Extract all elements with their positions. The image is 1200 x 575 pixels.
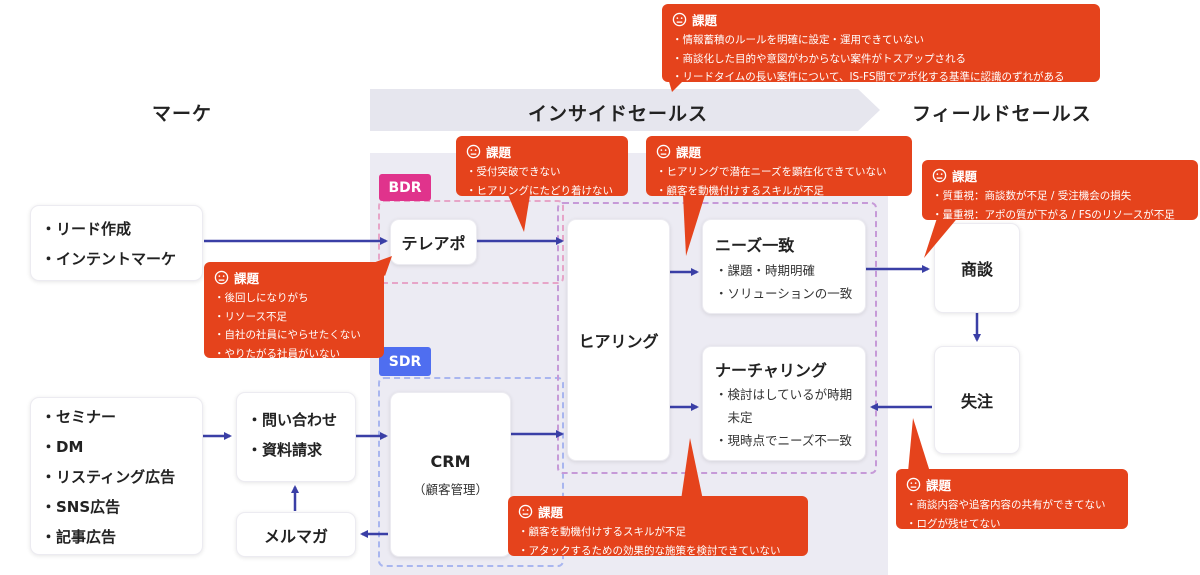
worried-face-icon	[518, 504, 533, 519]
lead-item: ・インテントマーケ	[41, 250, 177, 268]
lead-box: ・リード作成 ・インテントマーケ	[30, 205, 203, 281]
events-item: ・セミナー	[41, 408, 117, 426]
stage-field-sales: フィールドセールス	[912, 103, 1092, 125]
callout-lost: 課題 ・商談内容や追客内容の共有ができてない ・ログが残せてない	[896, 469, 1128, 530]
worried-face-icon	[656, 144, 671, 159]
shodan-box: 商談	[934, 223, 1020, 313]
callout-item: ・情報蓄積のルールを明確に設定・運用できていない	[672, 34, 924, 46]
callout-heading: 課題	[926, 478, 952, 493]
crm-sub: （顧客管理）	[412, 481, 488, 497]
stage-marketing: マーケ	[152, 103, 213, 125]
callout-heading: 課題	[952, 169, 978, 184]
callout-teleapo: 課題 ・後回しになりがち ・リソース不足 ・自社の社員にやらせたくない ・やりた…	[204, 262, 384, 360]
callout-heading: 課題	[538, 505, 564, 520]
callout-hearing: 課題 ・ヒアリングで潜在ニーズを顕在化できていない ・顧客を動機付けするスキルが…	[646, 136, 912, 197]
inquiry-item: ・問い合わせ	[247, 411, 338, 429]
teleapo-box: テレアポ	[390, 219, 477, 265]
callout-item: ・商談内容や追客内容の共有ができてない	[906, 499, 1106, 511]
nurturing-item: ・検討はしているが時期	[715, 387, 853, 402]
needs-match-item: ・課題・時期明確	[715, 263, 816, 278]
inquiry-item: ・資料請求	[247, 441, 323, 459]
callout-nurturing: 課題 ・顧客を動機付けするスキルが不足 ・アタックするための効果的な施策を検討で…	[508, 496, 808, 557]
bdr-tag: BDR	[379, 174, 431, 201]
callout-item: ・リソース不足	[214, 310, 287, 323]
callout-item: ・ログが残せてない	[906, 517, 1001, 530]
events-item: ・記事広告	[41, 528, 117, 546]
callout-heading: 課題	[486, 145, 512, 160]
lost-box: 失注	[934, 346, 1020, 454]
events-item: ・リスティング広告	[41, 468, 176, 486]
needs-match-title: ニーズ一致	[715, 236, 795, 255]
callout-item: ・顧客を動機付けするスキルが不足	[518, 526, 686, 538]
lost-title: 失注	[960, 392, 993, 411]
inside-sales-band	[370, 89, 880, 131]
callout-item: ・質重視：商談数が不足 / 受注機会の損失	[932, 190, 1132, 202]
worried-face-icon	[906, 477, 921, 492]
callout-item: ・量重視：アポの質が下がる / FSのリソースが不足	[932, 208, 1175, 221]
events-item: ・DM	[41, 438, 84, 456]
callout-item: ・後回しになりがち	[214, 292, 309, 304]
callout-heading: 課題	[692, 13, 718, 28]
nurturing-title: ナーチャリング	[715, 361, 827, 380]
callout-item: ・受付突破できない	[466, 166, 561, 178]
nurturing-item: ・現時点でニーズ不一致	[715, 433, 852, 448]
callout-top: 課題 ・情報蓄積のルールを明確に設定・運用できていない ・商談化した目的や意図が…	[662, 4, 1100, 83]
callout-item: ・顧客を動機付けするスキルが不足	[656, 184, 824, 197]
callout-shodan: 課題 ・質重視：商談数が不足 / 受注機会の損失 ・量重視：アポの質が下がる /…	[922, 160, 1198, 221]
mailmag-title: メルマガ	[263, 526, 328, 546]
sdr-tag: SDR	[379, 347, 431, 376]
callout-item: ・アタックするための効果的な施策を検討できていない	[518, 544, 781, 557]
callout-bdr: 課題 ・受付突破できない ・ヒアリングにたどり着けない	[456, 136, 628, 197]
callout-item: ・自社の社員にやらせたくない	[214, 329, 361, 341]
callout-item: ・ヒアリングにたどり着けない	[466, 184, 613, 197]
callout-item: ・ヒアリングで潜在ニーズを顕在化できていない	[656, 166, 887, 178]
hearing-title: ヒアリング	[578, 332, 659, 351]
shodan-title: 商談	[960, 260, 993, 279]
events-item: ・SNS広告	[41, 498, 121, 516]
lead-item: ・リード作成	[41, 220, 132, 238]
stage-inside-sales: インサイドセールス	[528, 103, 709, 125]
hearing-group	[557, 202, 877, 474]
worried-face-icon	[214, 270, 229, 285]
nurturing-box: ナーチャリング ・検討はしているが時期 未定 ・現時点でニーズ不一致	[702, 346, 866, 461]
callout-item: ・商談化した目的や意図がわからない案件がトスアップされる	[672, 52, 966, 65]
worried-face-icon	[466, 144, 481, 159]
teleapo-title: テレアポ	[401, 234, 466, 253]
callout-item: ・やりたがる社員がいない	[214, 347, 340, 360]
inquiry-box: ・問い合わせ ・資料請求	[236, 392, 356, 482]
needs-match-item: ・ソリューションの一致	[715, 286, 853, 301]
crm-title: CRM	[430, 451, 471, 471]
hearing-box: ヒアリング	[567, 219, 670, 461]
callout-heading: 課題	[234, 271, 260, 286]
worried-face-icon	[932, 168, 947, 183]
callout-heading: 課題	[676, 145, 702, 160]
events-box: ・セミナー ・DM ・リスティング広告 ・SNS広告 ・記事広告	[30, 397, 203, 555]
callout-item: ・リードタイムの長い案件について、IS-FS間でアポ化する基準に認識のずれがある	[672, 71, 1065, 83]
needs-match-box: ニーズ一致 ・課題・時期明確 ・ソリューションの一致	[702, 219, 866, 314]
crm-box: CRM （顧客管理）	[390, 392, 511, 557]
mailmag-box: メルマガ	[236, 512, 356, 557]
worried-face-icon	[672, 12, 687, 27]
nurturing-item: 未定	[715, 410, 753, 425]
